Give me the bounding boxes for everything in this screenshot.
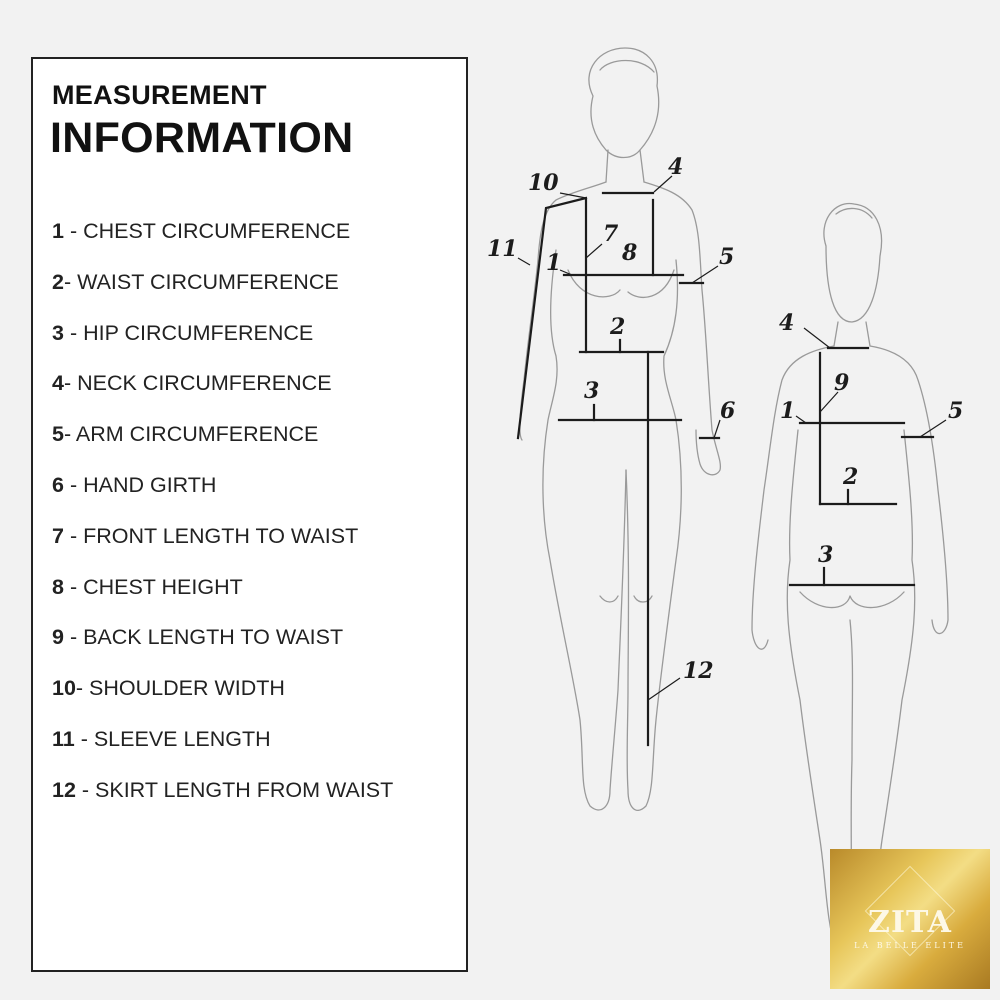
front-label-3: 3 (584, 378, 599, 404)
pointer (919, 419, 947, 438)
brand-logo: ZITA LA BELLE ELITE (830, 849, 990, 989)
brand-tagline: LA BELLE ELITE (854, 941, 966, 950)
item-number: 11 (52, 726, 75, 751)
list-item: 1 - CHEST CIRCUMFERENCE (52, 219, 393, 270)
list-item: 10- SHOULDER WIDTH (52, 676, 393, 727)
back-label-3: 3 (818, 542, 833, 568)
item-number: 12 (52, 777, 76, 802)
front-label-10: 10 (528, 170, 559, 196)
back-label-1: 1 (780, 398, 795, 424)
item-label: - CHEST CIRCUMFERENCE (63, 219, 351, 243)
title-measurement: MEASUREMENT (52, 80, 267, 110)
figures-diagram: 10 4 11 7 8 1 5 2 3 6 12 4 9 1 5 2 3 (487, 47, 963, 955)
item-label: - NECK CIRCUMFERENCE (63, 371, 332, 396)
back-measure-lines (788, 346, 935, 587)
item-number: 5 (52, 422, 64, 447)
item-label: - BACK LENGTH TO WAIST (63, 625, 344, 650)
measurement-list: 1 - CHEST CIRCUMFERENCE 2- WAIST CIRCUMF… (52, 219, 393, 829)
item-label: - HIP CIRCUMFERENCE (63, 320, 314, 345)
list-item: 6 - HAND GIRTH (52, 473, 393, 524)
measurement-panel (31, 57, 468, 972)
item-number: 4 (52, 371, 64, 396)
item-number: 10 (52, 676, 76, 701)
item-number: 3 (52, 320, 64, 345)
list-item: 12 - SKIRT LENGTH FROM WAIST (52, 778, 393, 829)
front-line-sleeve (516, 196, 588, 440)
item-number: 8 (52, 574, 64, 599)
item-number: 2 (52, 269, 64, 294)
item-number: 7 (52, 523, 64, 548)
front-number-labels: 10 4 11 7 8 1 5 2 3 6 12 (487, 154, 735, 684)
front-label-5: 5 (719, 244, 734, 270)
title-information: INFORMATION (50, 114, 354, 162)
item-label: - HAND GIRTH (63, 472, 217, 497)
item-number: 1 (52, 219, 64, 243)
item-label: - ARM CIRCUMFERENCE (63, 422, 319, 447)
pointer (691, 265, 719, 284)
back-pointer-lines (795, 327, 947, 438)
item-label: - WAIST CIRCUMFERENCE (63, 269, 339, 294)
front-label-1: 1 (546, 250, 561, 276)
back-label-9: 9 (834, 370, 849, 396)
front-pointer-lines (517, 175, 721, 701)
pointer (713, 419, 721, 439)
pointer (647, 677, 681, 701)
back-label-4: 4 (779, 310, 794, 336)
front-label-4: 4 (668, 154, 683, 180)
item-number: 9 (52, 625, 64, 650)
front-label-6: 6 (720, 398, 735, 424)
item-label: - SLEEVE LENGTH (74, 726, 271, 751)
list-item: 11 - SLEEVE LENGTH (52, 727, 393, 778)
item-label: - FRONT LENGTH TO WAIST (63, 523, 359, 548)
list-item: 8 - CHEST HEIGHT (52, 575, 393, 626)
front-measure-lines (516, 191, 721, 747)
list-item: 4- NECK CIRCUMFERENCE (52, 371, 393, 422)
list-item: 2- WAIST CIRCUMFERENCE (52, 270, 393, 321)
item-label: - SHOULDER WIDTH (75, 676, 285, 701)
front-label-11: 11 (487, 236, 518, 262)
front-label-8: 8 (621, 240, 637, 266)
front-label-7: 7 (603, 221, 619, 247)
list-item: 3 - HIP CIRCUMFERENCE (52, 321, 393, 372)
pointer (559, 192, 587, 199)
pointer (795, 415, 807, 424)
list-item: 7 - FRONT LENGTH TO WAIST (52, 524, 393, 575)
brand-name: ZITA (868, 905, 952, 940)
back-number-labels: 4 9 1 5 2 3 (779, 310, 963, 568)
back-label-5: 5 (948, 398, 963, 424)
pointer (653, 175, 673, 193)
front-label-12: 12 (683, 658, 714, 684)
list-item: 5- ARM CIRCUMFERENCE (52, 422, 393, 473)
pointer (819, 391, 839, 413)
item-label: - CHEST HEIGHT (63, 574, 243, 599)
list-item: 9 - BACK LENGTH TO WAIST (52, 625, 393, 676)
pointer (559, 269, 573, 276)
pointer (517, 257, 531, 266)
pointer (803, 327, 831, 349)
pointer (585, 243, 603, 259)
front-label-2: 2 (609, 314, 625, 340)
item-number: 6 (52, 472, 64, 497)
front-figure (519, 47, 722, 811)
item-label: - SKIRT LENGTH FROM WAIST (75, 777, 394, 802)
back-label-2: 2 (842, 464, 858, 490)
